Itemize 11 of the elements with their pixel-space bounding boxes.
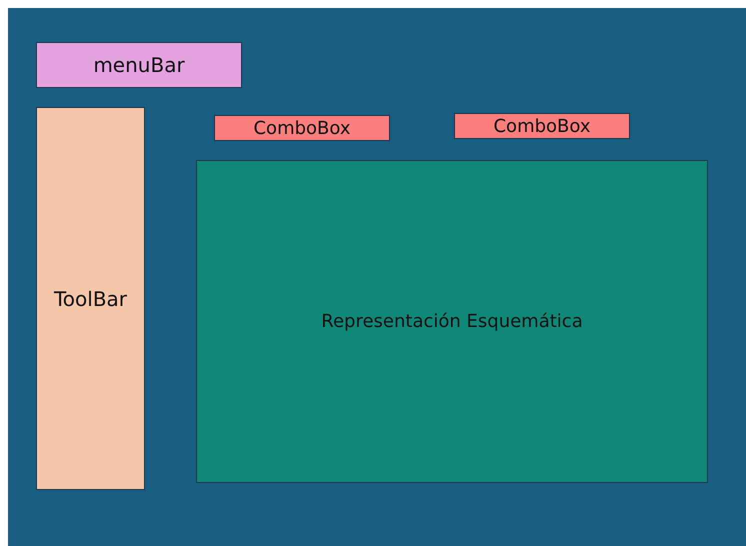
- combo-box-area: [454, 113, 630, 139]
- menu-bar-area: [36, 42, 242, 88]
- toolbar-area: [36, 107, 145, 490]
- schematic-area: [196, 160, 708, 483]
- area-label: ComboBox: [493, 116, 590, 136]
- combo-box-area: [214, 115, 390, 141]
- area-label: ComboBox: [253, 118, 350, 138]
- area-label: ToolBar: [54, 286, 128, 310]
- area-label: menuBar: [93, 53, 185, 77]
- area-label: Representación Esquemática: [321, 311, 583, 332]
- window-panel: [8, 8, 746, 546]
